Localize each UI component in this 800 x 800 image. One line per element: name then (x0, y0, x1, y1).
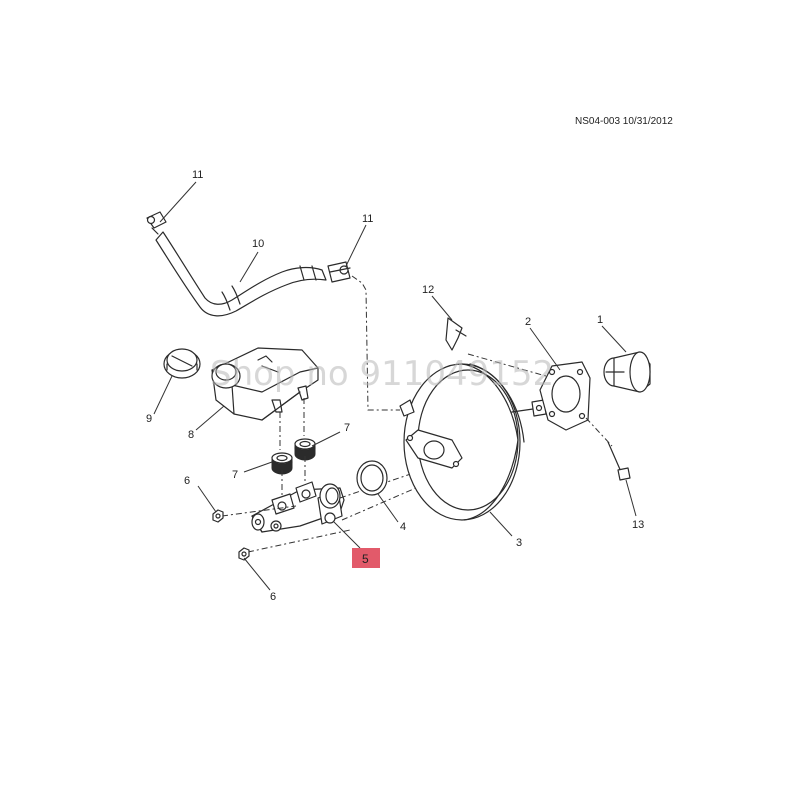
hose-clamp-upper (146, 211, 167, 235)
reference-code: NS04-003 10/31/2012 (575, 116, 673, 127)
callout-3: 3 (516, 537, 522, 549)
callout-1: 1 (597, 314, 603, 326)
callout-9: 9 (146, 413, 152, 425)
callout-7-left: 7 (232, 469, 238, 481)
leader-lines (153, 181, 637, 591)
nut-upper (212, 509, 224, 523)
mounting-bolt (607, 441, 631, 481)
retaining-clip (445, 317, 467, 351)
nut-lower (238, 547, 250, 561)
vacuum-hose (155, 231, 327, 317)
booster-gasket (539, 361, 591, 431)
callout-12: 12 (422, 284, 434, 296)
boot-seal (603, 351, 651, 393)
callout-4: 4 (400, 521, 406, 533)
highlight-marker (352, 548, 380, 568)
callout-6-upper: 6 (184, 475, 190, 487)
bolt-guide-line (585, 417, 613, 447)
callout-8: 8 (188, 429, 194, 441)
callout-13: 13 (632, 519, 644, 531)
grommet-right (294, 438, 316, 461)
grommet-left (271, 452, 293, 475)
highlighted-callout-5: 5 (352, 548, 380, 568)
nut-guide-lower (247, 529, 351, 553)
callout-7-right: 7 (344, 422, 350, 434)
booster-guide-line (467, 353, 561, 381)
callout-11-lower: 11 (362, 213, 373, 225)
nut-guide-upper (221, 505, 297, 517)
fluid-reservoir (211, 347, 319, 421)
brake-booster (399, 363, 547, 521)
callout-5: 5 (362, 552, 369, 566)
callout-10: 10 (252, 238, 264, 250)
hose-clamp-lower (327, 261, 351, 283)
shop-watermark: Shop no 911049152 (210, 354, 554, 394)
callout-11-upper: 11 (192, 169, 203, 181)
master-cylinder (251, 481, 345, 533)
callout-2: 2 (525, 316, 531, 328)
vacuum-route-line (351, 275, 400, 411)
reservoir-cap (163, 348, 201, 379)
callout-6-lower: 6 (270, 591, 276, 603)
seal-ring (356, 460, 388, 496)
